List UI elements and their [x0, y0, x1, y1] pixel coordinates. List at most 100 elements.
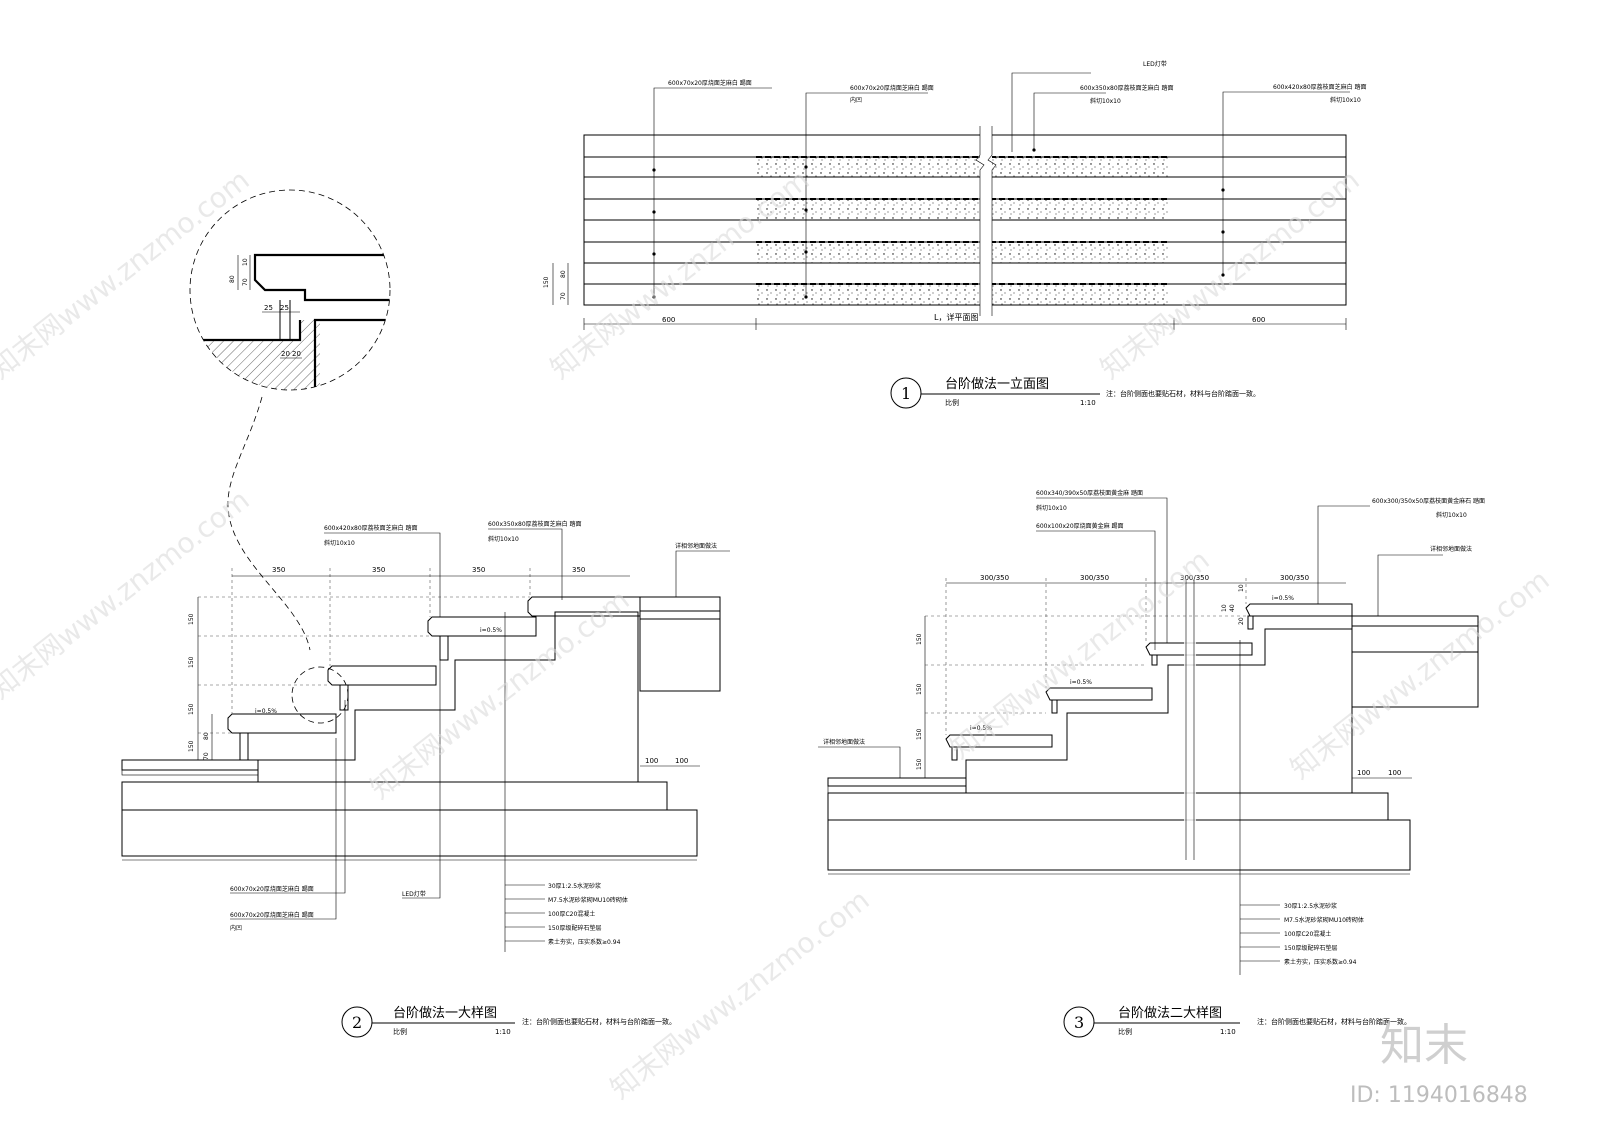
drawing-3-number: 3	[1074, 1013, 1084, 1032]
sec2-height-1: 150	[188, 613, 195, 625]
sec2-slope-2: i=0.5%	[480, 627, 502, 634]
sec3-base-dim-1: 100	[1357, 769, 1370, 777]
elev-callout-5: 600x420x80厚荔枝面芝麻白 踏面	[1273, 83, 1367, 91]
sec3-slope: i=0.5%	[970, 725, 992, 732]
sec3-layer-2: M7.5水泥砂浆砌MU10砖砌体	[1284, 916, 1364, 924]
detail-dim-25b: 25	[280, 304, 289, 312]
sec2-callout-led: LED灯带	[402, 890, 426, 898]
sec3-callout-3b: 斜切10x10	[1436, 511, 1467, 519]
detail-dim-10: 10	[242, 258, 249, 266]
sec3-callout-2: 600x100x20厚烧面黄金麻 踢面	[1036, 522, 1124, 530]
drawing-1-scale-label: 比例	[945, 398, 959, 407]
elev-dim-right: 600	[1252, 316, 1265, 324]
sec3-height-4: 150	[916, 758, 923, 770]
sec3-width-3: 300/350	[1180, 574, 1209, 582]
watermark-text-7: 知末网www.znzmo.com	[1284, 563, 1556, 785]
drawing-2-note: 注：台阶侧面也要贴石材，材料与台阶踏面一致。	[522, 1017, 676, 1026]
sec2-layer-2: M7.5水泥砂浆砌MU10砖砌体	[548, 896, 628, 904]
section-drawing-2: 350 350 350 350 150 150 150 150 80 70 i=…	[121, 520, 730, 1038]
drawing-2-number: 2	[352, 1013, 362, 1032]
elev-dim-left: 600	[662, 316, 675, 324]
sec3-height-2: 150	[916, 683, 923, 695]
elev-dim-70: 70	[560, 292, 567, 300]
sec2-layer-4: 150厚级配碎石垫层	[548, 924, 601, 932]
sec3-layer-3: 100厚C20混凝土	[1284, 930, 1331, 938]
drawing-1-note: 注：台阶侧面也要贴石材，材料与台阶踏面一致。	[1106, 389, 1260, 398]
sec3-callout-1: 600x340/390x50厚荔枝面黄金麻 踏面	[1036, 489, 1143, 497]
sec2-callout-top-2: 600x350x80厚荔枝面芝麻白 踏面	[488, 520, 582, 528]
sec2-callout-top-2b: 斜切10x10	[488, 535, 519, 543]
sec3-layer-5: 素土夯实，压实系数≥0.94	[1284, 958, 1357, 966]
sec2-slope: i=0.5%	[255, 708, 277, 715]
sec2-height-3: 150	[188, 703, 195, 715]
sec3-small-dim-2: 10	[1221, 604, 1228, 612]
sec2-height-2: 150	[188, 656, 195, 668]
sec2-height-80: 80	[203, 732, 210, 740]
drawing-2-scale-label: 比例	[393, 1027, 407, 1036]
detail-dim-70: 70	[242, 278, 249, 286]
watermark-text-2: 知末网www.znzmo.com	[544, 163, 816, 385]
sec3-width-4: 300/350	[1280, 574, 1309, 582]
sec2-callout-bottom-1: 600x70x20厚烧面芝麻白 踢面	[230, 885, 314, 893]
elev-callout-5b: 斜切10x10	[1330, 96, 1361, 104]
watermark-id: ID: 1194016848	[1350, 1083, 1528, 1108]
elev-dim-150: 150	[543, 276, 550, 288]
sec3-width-1: 300/350	[980, 574, 1009, 582]
drawing-3-scale: 1:10	[1220, 1028, 1236, 1036]
elevation-drawing: 600x70x20厚烧面芝麻白 踢面 600x70x20厚烧面芝麻白 踢面 内凹…	[543, 60, 1367, 409]
drawing-3-note: 注：台阶侧面也要贴石材，材料与台阶踏面一致。	[1257, 1017, 1411, 1026]
sec2-layer-3: 100厚C20混凝土	[548, 910, 595, 918]
sec3-small-dim-3: 20	[1238, 617, 1245, 625]
drawing-3-title: 台阶做法二大样图	[1118, 1006, 1222, 1021]
sec3-callout-1b: 斜切10x10	[1036, 504, 1067, 512]
drawing-1-scale: 1:10	[1080, 399, 1096, 407]
sec2-width-2: 350	[372, 566, 385, 574]
section-drawing-3: 300/350 300/350 300/350 300/350 150 150 …	[818, 489, 1485, 1038]
sec2-base-dim-2: 100	[675, 757, 688, 765]
sec3-small-dim-4: 40	[1229, 604, 1236, 612]
sec3-slope-3: i=0.5%	[1272, 595, 1294, 602]
sec3-layer-1: 30厚1:2.5水泥砂浆	[1284, 902, 1337, 910]
enlarged-detail: 80 10 70 25 25 20 20	[189, 189, 391, 651]
sec2-layer-1: 30厚1:2.5水泥砂浆	[548, 882, 601, 890]
watermark-logo: 知末	[1380, 1020, 1468, 1071]
elev-callout-4: 600x350x80厚荔枝面芝麻白 踏面	[1080, 84, 1174, 92]
sec3-slope-2: i=0.5%	[1070, 679, 1092, 686]
drawing-1-number: 1	[901, 384, 911, 403]
elev-callout-2b: 内凹	[850, 96, 862, 104]
detail-dim-20b: 20	[292, 350, 301, 358]
drawing-2-scale: 1:10	[495, 1028, 511, 1036]
sec3-base-dim-2: 100	[1388, 769, 1401, 777]
watermark-text-8: 知末网www.znzmo.com	[604, 883, 876, 1105]
sec3-callout-3: 600x300/350x50厚荔枝面黄金麻石 踏面	[1372, 497, 1485, 505]
sec3-layer-4: 150厚级配碎石垫层	[1284, 944, 1337, 952]
elev-callout-4b: 斜切10x10	[1090, 97, 1121, 105]
detail-dim-25a: 25	[264, 304, 273, 312]
sec2-width-4: 350	[572, 566, 585, 574]
elev-callout-3: LED灯带	[1143, 60, 1167, 68]
sec3-width-2: 300/350	[1080, 574, 1109, 582]
sec2-layer-5: 素土夯实，压实系数≥0.94	[548, 938, 621, 946]
sec2-width-1: 350	[272, 566, 285, 574]
drawing-1-title: 台阶做法一立面图	[945, 377, 1049, 392]
sec2-callout-top-1: 600x420x80厚荔枝面芝麻白 踏面	[324, 524, 418, 532]
elev-dim-80: 80	[560, 270, 567, 278]
sec2-base-dim-1: 100	[645, 757, 658, 765]
sec2-height-4: 150	[188, 740, 195, 752]
sec3-callout-4: 详相邻地面做法	[1430, 545, 1472, 553]
drawing-2-title: 台阶做法一大样图	[393, 1006, 497, 1021]
elev-callout-1: 600x70x20厚烧面芝麻白 踢面	[668, 79, 752, 87]
elev-callout-2: 600x70x20厚烧面芝麻白 踢面	[850, 84, 934, 92]
sec3-height-3: 150	[916, 728, 923, 740]
drawing-3-scale-label: 比例	[1118, 1027, 1132, 1036]
sec3-callout-5: 详相邻地面做法	[823, 738, 865, 746]
sec2-height-70: 70	[203, 752, 210, 760]
elev-dim-middle: L，详平面图	[934, 312, 978, 322]
watermark-text-4: 知末网www.znzmo.com	[0, 483, 256, 705]
detail-dim-80: 80	[229, 275, 236, 283]
sec3-small-dim-1: 10	[1238, 584, 1245, 592]
sec2-width-3: 350	[472, 566, 485, 574]
sec2-callout-top-3: 详相邻地面做法	[675, 542, 717, 550]
detail-dim-20a: 20	[281, 350, 290, 358]
